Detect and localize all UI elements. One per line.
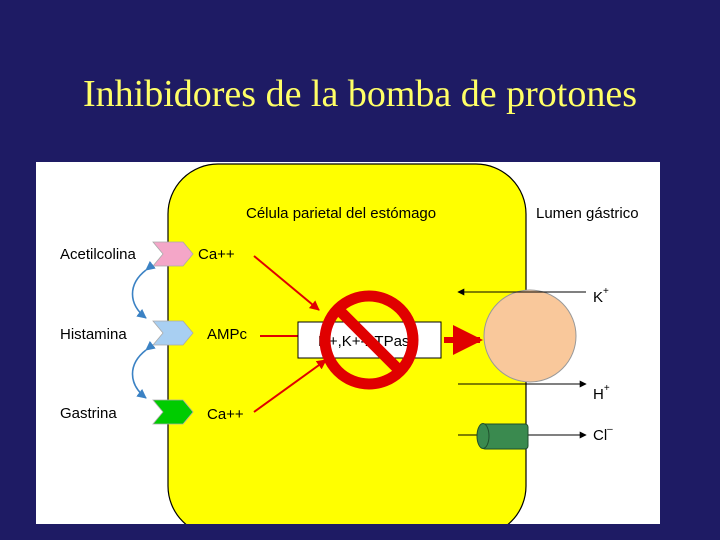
parietal-cell-diagram: Célula parietal del estómago Lumen gástr… xyxy=(36,162,660,524)
messenger-ca-1: Ca++ xyxy=(198,246,235,263)
h-ion-symbol: H xyxy=(593,386,604,403)
cl-ion-symbol: Cl xyxy=(593,427,607,444)
cl-ion-label: Cl– xyxy=(593,424,613,444)
slide-title: Inhibidores de la bomba de protones xyxy=(82,73,638,115)
k-ion-label: K+ xyxy=(593,286,609,306)
lumen-label: Lumen gástrico xyxy=(536,205,639,222)
agonist-label-acetilcolina: Acetilcolina xyxy=(60,246,137,263)
signal-arrow-ca xyxy=(253,255,320,311)
diagram-canvas: Célula parietal del estómago Lumen gástr… xyxy=(60,163,639,524)
inhibition-symbol-circle xyxy=(319,290,419,390)
messenger-ca-2: Ca++ xyxy=(207,406,244,423)
receptor-gastrina xyxy=(152,399,194,425)
k-ion-symbol: K xyxy=(593,289,603,306)
signal-arrow-ca-gastrina xyxy=(253,359,327,413)
messenger-ampc: AMPc xyxy=(207,326,248,343)
k-ion-charge: + xyxy=(603,286,609,297)
cl-ion-charge: – xyxy=(607,424,613,435)
chloride-channel-end xyxy=(476,423,490,449)
inhibition-symbol-slash xyxy=(334,305,404,375)
agonist-label-gastrina: Gastrina xyxy=(60,405,117,422)
pump-transporter-circle xyxy=(483,289,577,383)
receptor-crosstalk-arrow-lower xyxy=(131,340,156,399)
h-ion-charge: + xyxy=(604,383,610,394)
agonist-label-histamina: Histamina xyxy=(60,326,127,343)
receptor-histamina xyxy=(152,320,194,346)
cell-label: Célula parietal del estómago xyxy=(246,205,436,222)
receptor-acetilcolina xyxy=(152,241,194,267)
h-ion-label: H+ xyxy=(593,383,610,403)
receptor-crosstalk-arrow-upper xyxy=(131,260,156,319)
